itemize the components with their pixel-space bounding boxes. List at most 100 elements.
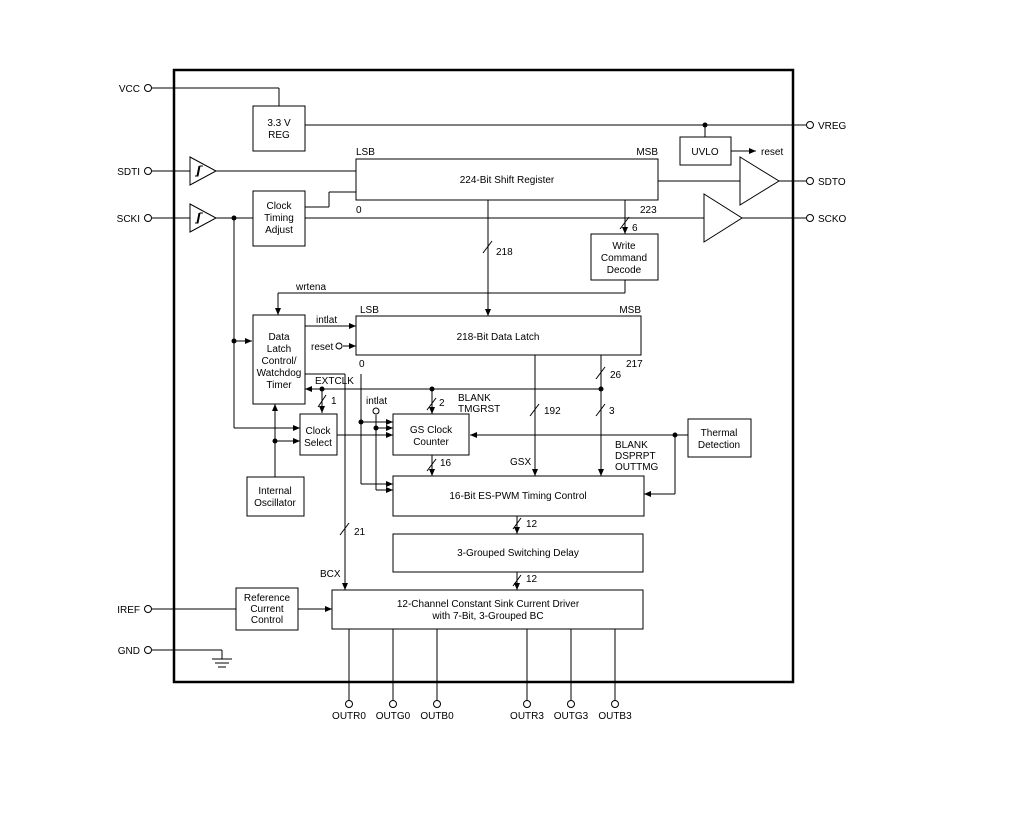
reg-label-1: 3.3 V [267, 118, 291, 129]
reg-label-2: REG [268, 130, 290, 141]
bus-26-label: 26 [610, 370, 622, 381]
bus-6-label: 6 [632, 223, 638, 234]
outg3-label: OUTG3 [554, 711, 589, 722]
switching-delay-label: 3-Grouped Switching Delay [457, 548, 579, 559]
shift-register-label: 224-Bit Shift Register [460, 175, 555, 186]
blank1-label: BLANK [458, 393, 491, 404]
vcc-label: VCC [119, 84, 140, 95]
clock-select-block: Clock Select [299, 413, 338, 456]
sdti-pin [144, 167, 152, 175]
reset-internal-terminal [335, 342, 343, 350]
gs-counter-label-1: GS Clock [410, 425, 453, 436]
dl-217-label: 217 [626, 359, 643, 370]
clock-timing-label-3: Adjust [265, 225, 293, 236]
outb3-label: OUTB3 [598, 711, 632, 722]
outb3-pin [611, 700, 619, 708]
bus-2-label: 2 [439, 398, 445, 409]
vcc-pin [144, 84, 152, 92]
scko-buffer [703, 193, 743, 243]
dl-control-label-5: Timer [266, 380, 292, 391]
outb0-pin [433, 700, 441, 708]
data-latch-label: 218-Bit Data Latch [457, 332, 540, 343]
sr-zero-label: 0 [356, 205, 362, 216]
gs-counter-label-2: Counter [413, 437, 449, 448]
bus-1-label: 1 [331, 396, 337, 407]
dl-control-label-3: Control/ [261, 356, 296, 367]
outg0-label: OUTG0 [376, 711, 411, 722]
gs-clock-counter-block: GS Clock Counter [392, 413, 470, 456]
thermal-label-1: Thermal [701, 428, 738, 439]
outb0-label: OUTB0 [420, 711, 454, 722]
outr3-pin [523, 700, 531, 708]
scki-schmitt-buffer [189, 203, 218, 233]
data-latch-block: 218-Bit Data Latch [355, 315, 642, 356]
gsx-label: GSX [510, 457, 531, 468]
dl-reset-label: reset [311, 342, 333, 353]
bus-12a-label: 12 [526, 519, 538, 530]
current-driver-block: 12-Channel Constant Sink Current Driver … [331, 589, 644, 630]
iref-label: IREF [117, 605, 140, 616]
tmgrst-label: TMGRST [458, 404, 500, 415]
dl-lsb-label: LSB [360, 305, 379, 316]
outtmg-label: OUTTMG [615, 462, 659, 473]
intlat-label: intlat [316, 315, 337, 326]
blank2-label: BLANK [615, 440, 648, 451]
int-osc-label-2: Oscillator [254, 498, 296, 509]
intlat2-label: intlat [366, 396, 387, 407]
vreg-pin [806, 121, 814, 129]
vreg-label: VREG [818, 121, 847, 132]
ref-current-label-1: Reference [244, 593, 291, 604]
write-cmd-label-1: Write [612, 241, 636, 252]
uvlo-block: UVLO [679, 136, 732, 166]
data-latch-control-block: Data Latch Control/ Watchdog Timer [252, 314, 306, 405]
sdto-pin [806, 177, 814, 185]
scki-label: SCKI [117, 214, 140, 225]
uvlo-label: UVLO [691, 147, 718, 158]
pwm-timing-block: 16-Bit ES-PWM Timing Control [392, 475, 645, 517]
bus-3-label: 3 [609, 406, 615, 417]
intlat-internal-terminal [372, 407, 380, 415]
write-cmd-label-3: Decode [607, 265, 642, 276]
wrtena-label: wrtena [295, 282, 326, 293]
shift-register-block: 224-Bit Shift Register [355, 158, 659, 201]
uvlo-reset-label: reset [761, 147, 783, 158]
outg0-pin [389, 700, 397, 708]
chip-outline [172, 68, 795, 684]
outg3-pin [567, 700, 575, 708]
clock-timing-adjust-block: Clock Timing Adjust [252, 190, 306, 247]
pwm-label: 16-Bit ES-PWM Timing Control [449, 491, 586, 502]
clock-timing-label-2: Timing [264, 213, 294, 224]
ref-current-label-3: Control [251, 615, 283, 626]
sdto-label: SDTO [818, 177, 846, 188]
extclk-label: EXTCLK [315, 376, 354, 387]
scko-label: SCKO [818, 214, 847, 225]
pins [144, 84, 814, 708]
dl-zero-label: 0 [359, 359, 365, 370]
sr-lsb-label: LSB [356, 147, 375, 158]
wires [152, 87, 806, 701]
signal-labels: reset LSB MSB 0 223 6 218 wrtena LSB MSB… [295, 147, 783, 585]
dsprpt-label: DSPRPT [615, 451, 656, 462]
bus-192-label: 192 [544, 406, 561, 417]
bus-16-label: 16 [440, 458, 452, 469]
bus-12b-label: 12 [526, 574, 538, 585]
sdti-schmitt-buffer [189, 156, 218, 186]
sr-msb-label: MSB [636, 147, 658, 158]
dl-control-label-4: Watchdog [257, 368, 302, 379]
dl-msb-label: MSB [619, 305, 641, 316]
reg-block: 3.3 V REG [252, 105, 306, 152]
clock-select-label-1: Clock [305, 426, 331, 437]
write-command-decode-block: Write Command Decode [590, 233, 659, 281]
junction-dots [231, 122, 708, 444]
switching-delay-block: 3-Grouped Switching Delay [392, 533, 644, 573]
sdto-buffer [739, 156, 780, 206]
clock-timing-label-1: Clock [266, 201, 292, 212]
int-osc-label-1: Internal [258, 486, 291, 497]
dl-control-label-2: Latch [267, 344, 291, 355]
iref-pin [144, 605, 152, 613]
clock-select-label-2: Select [304, 438, 332, 449]
thermal-detection-block: Thermal Detection [687, 418, 752, 458]
driver-label-1: 12-Channel Constant Sink Current Driver [397, 599, 580, 610]
